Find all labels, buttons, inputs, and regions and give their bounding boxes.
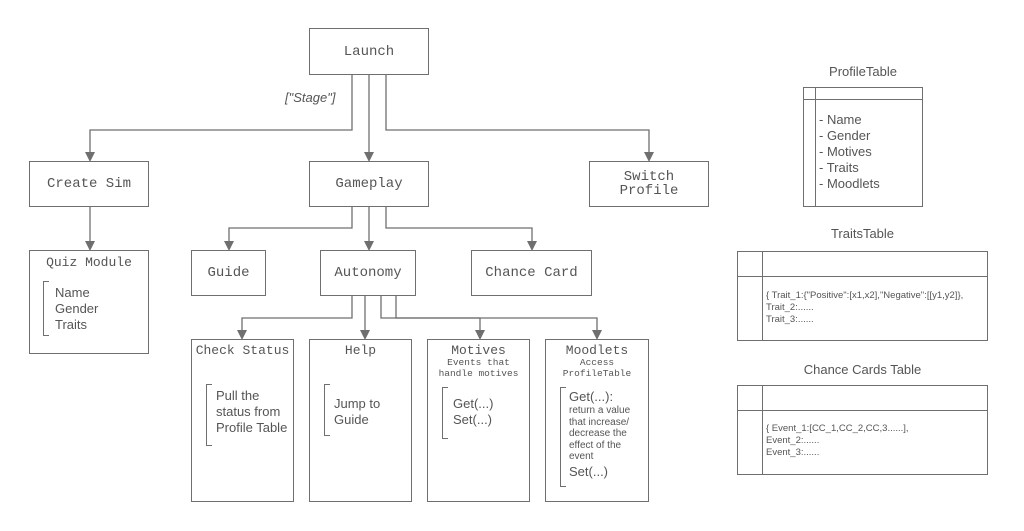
launch-node: Launch xyxy=(309,28,429,75)
chance-cards-table-column-line xyxy=(762,386,763,474)
profile-table-header-line xyxy=(804,99,922,100)
check-status-title: Check Status xyxy=(195,343,290,358)
check-status-body: Pull the status from Profile Table xyxy=(216,388,288,435)
profile-table-title: ProfileTable xyxy=(829,64,897,79)
moodlets-bracket xyxy=(560,387,566,487)
check-status-node: Check Status Pull the status from Profil… xyxy=(191,339,294,502)
chance-cards-table-header-line xyxy=(738,410,987,411)
help-title: Help xyxy=(344,343,377,358)
moodlets-title: Moodlets xyxy=(565,343,629,358)
switch-profile-node: Switch Profile xyxy=(589,161,709,207)
moodlets-subtitle: Access ProfileTable xyxy=(562,357,632,379)
guide-label: Guide xyxy=(207,265,250,281)
switch-profile-label: Switch Profile xyxy=(619,169,679,199)
stage-label: ["Stage"] xyxy=(285,90,336,105)
check-status-bracket xyxy=(206,384,212,446)
chance-card-node: Chance Card xyxy=(471,250,592,296)
motives-title: Motives xyxy=(451,343,506,358)
create-sim-label: Create Sim xyxy=(46,176,131,192)
profile-table-column-line xyxy=(815,88,816,206)
quiz-module-node: Quiz Module Name Gender Traits xyxy=(29,250,149,354)
traits-table-column-line xyxy=(762,252,763,340)
chance-cards-table-title: Chance Cards Table xyxy=(803,362,922,377)
launch-label: Launch xyxy=(343,43,395,60)
motives-body: Get(...) Set(...) xyxy=(453,396,494,427)
traits-table-header-line xyxy=(738,276,987,277)
gameplay-node: Gameplay xyxy=(309,161,429,207)
gameplay-label: Gameplay xyxy=(335,176,403,192)
chance-cards-table: { Event_1:[CC_1,CC_2,CC,3......], Event_… xyxy=(737,385,988,475)
autonomy-label: Autonomy xyxy=(334,265,402,281)
moodlets-description: return a value that increase/ decrease t… xyxy=(569,405,631,462)
quiz-module-items: Name Gender Traits xyxy=(55,285,99,332)
chance-cards-table-rows: { Event_1:[CC_1,CC_2,CC,3......], Event_… xyxy=(766,423,909,458)
profile-table-rows: - Name - Gender - Motives - Traits - Moo… xyxy=(819,112,880,191)
moodlets-get: Get(...): xyxy=(569,389,614,404)
traits-table-rows: { Trait_1:{"Positive":[x1,x2],"Negative"… xyxy=(766,290,964,325)
motives-node: Motives Events that handle motives Get(.… xyxy=(427,339,530,502)
motives-subtitle: Events that handle motives xyxy=(438,357,519,379)
help-bracket xyxy=(324,384,330,436)
traits-table-title: TraitsTable xyxy=(830,226,895,241)
quiz-module-title: Quiz Module xyxy=(46,255,132,270)
traits-table: { Trait_1:{"Positive":[x1,x2],"Negative"… xyxy=(737,251,988,341)
moodlets-set: Set(...) xyxy=(569,464,609,479)
help-body: Jump to Guide xyxy=(334,396,381,427)
quiz-module-bracket xyxy=(43,281,49,336)
chance-card-label: Chance Card xyxy=(485,265,578,281)
autonomy-node: Autonomy xyxy=(320,250,416,296)
profile-table: - Name - Gender - Motives - Traits - Moo… xyxy=(803,87,923,207)
guide-node: Guide xyxy=(191,250,266,296)
motives-bracket xyxy=(442,387,448,439)
create-sim-node: Create Sim xyxy=(29,161,149,207)
moodlets-node: Moodlets Access ProfileTable Get(...): r… xyxy=(545,339,649,502)
help-node: Help Jump to Guide xyxy=(309,339,412,502)
